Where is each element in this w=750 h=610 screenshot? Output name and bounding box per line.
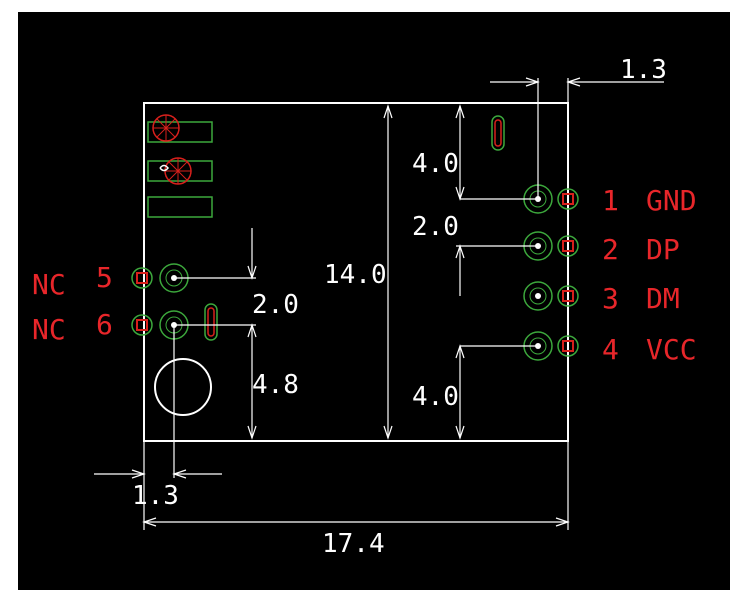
mounting-hole-icon (154, 358, 212, 416)
via-pad-icon (159, 157, 192, 185)
dim-4-0-upper: 4.0 (412, 149, 459, 179)
right-pin-labels: 1 GND 2 DP 3 DM 4 VCC (602, 184, 697, 366)
dim-14-0: 14.0 (324, 260, 387, 290)
pin-6-number: 6 (96, 308, 113, 341)
pin-2-number: 2 (602, 233, 619, 266)
drawing-canvas (18, 12, 730, 590)
pin-1-number: 1 (602, 184, 619, 217)
via-pad-icon (152, 114, 180, 142)
pin-5-number: 5 (96, 261, 113, 294)
dimension-labels: 1.3 4.0 2.0 14.0 2.0 4.8 4.0 1.3 17.4 (132, 55, 667, 559)
left-pin-labels: NC 5 NC 6 (32, 261, 113, 346)
dim-17-4: 17.4 (322, 529, 385, 559)
dim-4-8: 4.8 (252, 370, 299, 400)
dim-1-3-bottom: 1.3 (132, 481, 179, 511)
via-pad-icon (523, 281, 579, 311)
slot-pad-icon (491, 115, 505, 151)
pin-5-name: NC (32, 268, 66, 301)
pin-4-number: 4 (602, 333, 619, 366)
dim-2-0-left: 2.0 (252, 290, 299, 320)
dim-4-0-lower: 4.0 (412, 382, 459, 412)
dimension-lines (94, 77, 664, 530)
silk-rect-2 (147, 160, 213, 182)
pin-1-name: GND (646, 184, 697, 217)
dim-2-0-right: 2.0 (412, 212, 459, 242)
pin-3-name: DM (646, 282, 680, 315)
silk-rect-3 (147, 196, 213, 218)
slot-pad-icon (204, 303, 218, 341)
dim-1-3-top: 1.3 (620, 55, 667, 85)
pin-4-name: VCC (646, 333, 697, 366)
pin-2-name: DP (646, 233, 680, 266)
pin-6-name: NC (32, 313, 66, 346)
pin-3-number: 3 (602, 282, 619, 315)
silk-rect-1 (147, 121, 213, 143)
